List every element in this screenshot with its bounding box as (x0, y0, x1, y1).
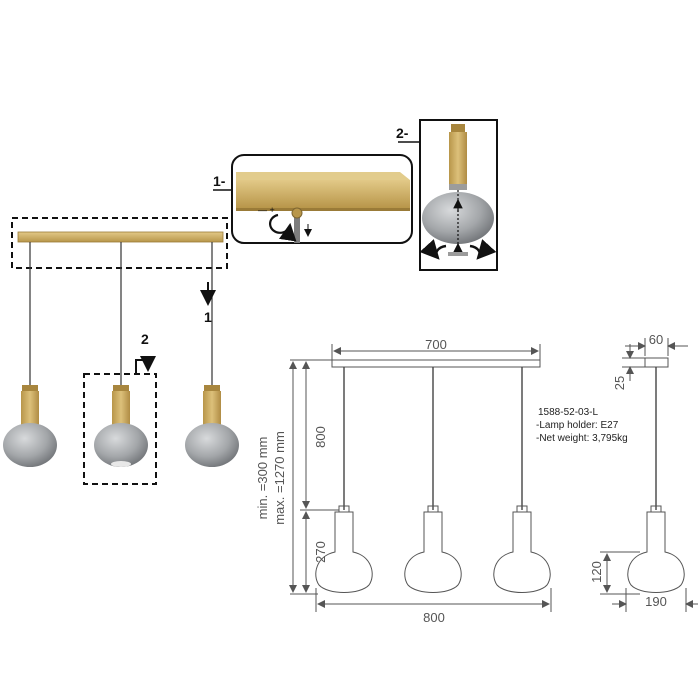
screw-icon (294, 211, 300, 243)
lamp-holder-tube (449, 132, 467, 184)
dim-cable-length: 800 (313, 426, 328, 448)
dim-bar-length: 700 (425, 337, 447, 352)
canopy-box (236, 180, 410, 208)
rotate-right-icon (469, 239, 497, 260)
canopy-highlight-box (11, 217, 228, 269)
step2-detail: 2- (396, 119, 498, 271)
spec-lamp-holder: -Lamp holder: E27 (536, 420, 619, 431)
step1-detail: 1- — + (213, 154, 413, 244)
bar-outline (331, 359, 541, 368)
lamp-outline-3 (493, 505, 551, 593)
product-illustration: 1 2 (3, 217, 239, 485)
svg-text:— +: — + (258, 205, 275, 215)
spec-code: 1588-52-03-L (538, 407, 598, 418)
front-view-drawing (289, 344, 552, 612)
lamp-outline-side (627, 505, 685, 593)
canopy-side-outline (644, 357, 669, 368)
brass-bar (17, 231, 224, 243)
dim-shade-diameter: 190 (645, 594, 667, 609)
marker-1: 1 (204, 309, 212, 325)
rotate-arrow-icon (269, 213, 297, 242)
lamp-highlight-box (83, 373, 157, 485)
dim-shade-height: 120 (589, 561, 604, 583)
dim-bar-height: 25 (612, 376, 627, 390)
dim-bar-depth: 60 (649, 332, 663, 347)
dim-max-height: max. =1270 mm (272, 431, 287, 525)
pendant-lamp-left (3, 385, 57, 467)
pendant-lamp-middle (94, 385, 148, 467)
dim-lamp-height: 270 (313, 541, 328, 563)
marker-2: 2 (141, 331, 149, 347)
step2-label: 2- (396, 125, 409, 141)
rotate-left-icon (419, 239, 447, 260)
spec-net-weight: -Net weight: 3,795kg (536, 433, 628, 444)
pendant-lamp-right (185, 385, 239, 467)
dim-total-width: 800 (423, 610, 445, 625)
side-view-drawing (600, 338, 698, 612)
lamp-outline-2 (404, 505, 462, 593)
step1-label: 1- (213, 173, 226, 189)
dim-min-height: min. =300 mm (255, 437, 270, 520)
arrow-up-icon (135, 356, 156, 374)
lamp-outline-1 (315, 505, 373, 593)
